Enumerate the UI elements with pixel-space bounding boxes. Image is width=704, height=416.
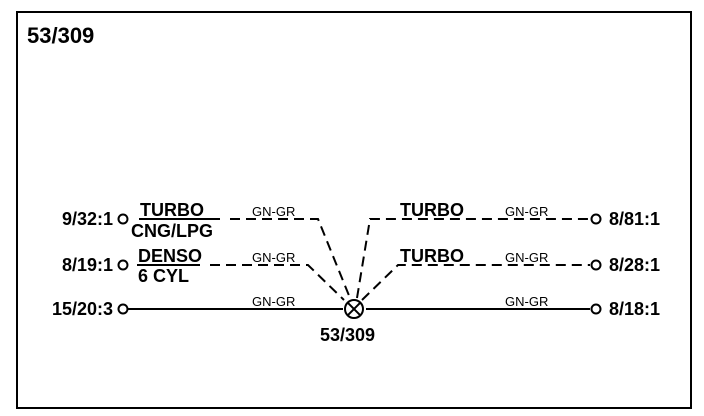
option-label-right-mid: TURBO xyxy=(400,246,464,266)
option-label-left-top-2: CNG/LPG xyxy=(131,221,213,241)
terminal-label-right-mid: 8/28:1 xyxy=(609,255,660,275)
wire-color-label-right-bottom: GN-GR xyxy=(505,294,548,309)
splice-label: 53/309 xyxy=(320,325,375,345)
terminal-dot-left-bottom xyxy=(117,303,129,315)
terminal-label-left-mid: 8/19:1 xyxy=(62,255,113,275)
wire-right-top xyxy=(356,218,590,299)
wire-left-mid xyxy=(210,264,345,301)
option-label-left-mid-1: DENSO xyxy=(138,246,202,266)
diagram-title: 53/309 xyxy=(27,23,94,48)
terminal-dot-right-bottom xyxy=(590,303,602,315)
diagram-frame xyxy=(16,11,692,409)
wire-color-label-left-mid: GN-GR xyxy=(252,250,295,265)
terminal-dot-left-mid xyxy=(117,259,129,271)
splice-icon xyxy=(344,299,364,319)
terminal-label-left-top: 9/32:1 xyxy=(62,209,113,229)
option-label-right-top: TURBO xyxy=(400,200,464,220)
wire-color-label-left-bottom: GN-GR xyxy=(252,294,295,309)
wire-right-mid xyxy=(361,264,590,301)
terminal-label-right-top: 8/81:1 xyxy=(609,209,660,229)
wire-color-label-left-top: GN-GR xyxy=(252,204,295,219)
wire-color-label-right-top: GN-GR xyxy=(505,204,548,219)
terminal-label-left-bottom: 15/20:3 xyxy=(52,299,113,319)
option-label-left-top-1: TURBO xyxy=(140,200,204,220)
terminal-dot-left-top xyxy=(117,213,129,225)
terminal-label-right-bottom: 8/18:1 xyxy=(609,299,660,319)
wire-color-label-right-mid: GN-GR xyxy=(505,250,548,265)
terminal-dot-right-mid xyxy=(590,259,602,271)
option-label-left-mid-2: 6 CYL xyxy=(138,266,189,286)
terminal-dot-right-top xyxy=(590,213,602,225)
wire-left-top xyxy=(230,218,351,299)
